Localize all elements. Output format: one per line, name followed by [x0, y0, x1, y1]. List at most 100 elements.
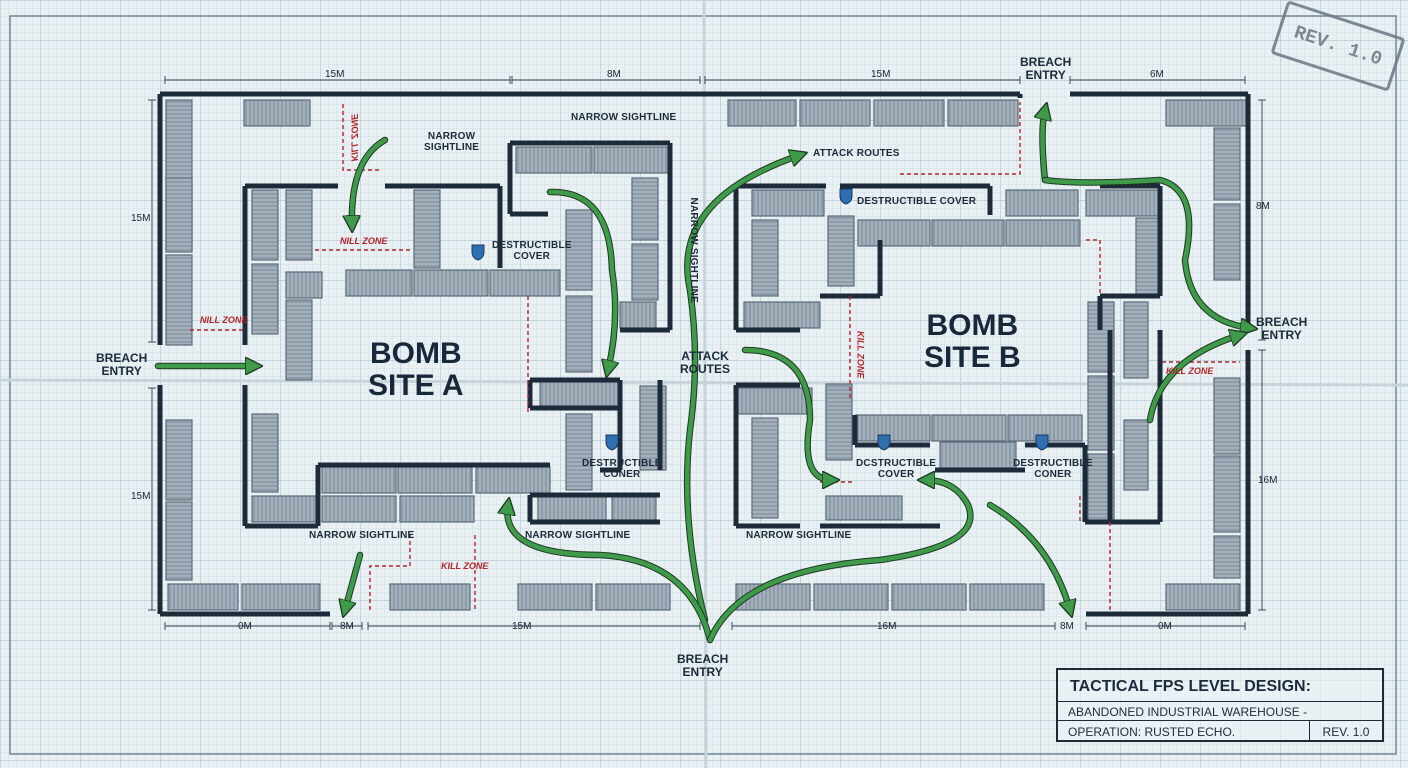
- cover-block: [285, 189, 313, 261]
- cover-block: [1135, 217, 1161, 295]
- cover-block: [251, 495, 319, 523]
- cover-block: [243, 99, 311, 127]
- kill-zone-line: [369, 535, 411, 610]
- cover-block: [389, 583, 471, 611]
- attack-route-arrow: [1042, 177, 1250, 328]
- cover-block: [165, 419, 193, 501]
- narrow-sightline-bottom-b: NARROW SIGHTLINE: [746, 530, 852, 541]
- title-block-title: TACTICAL FPS LEVEL DESIGN:: [1070, 678, 1311, 695]
- cover-blocks: [165, 99, 1247, 611]
- dimension-lines: [148, 76, 1266, 630]
- cover-block: [565, 209, 593, 291]
- cover-block: [825, 495, 903, 521]
- cover-block: [1213, 377, 1241, 455]
- cover-block: [251, 413, 279, 493]
- cover-block: [1213, 535, 1241, 579]
- paper-fold-v: [702, 0, 708, 768]
- cover-block: [321, 466, 397, 494]
- attack-route-arrow: [1043, 110, 1046, 183]
- kill-zone-line: [900, 102, 1021, 175]
- shield-icon: [877, 434, 891, 451]
- cover-block: [743, 301, 821, 329]
- cover-block: [751, 417, 779, 519]
- revision-stamp-text: REV. 1.0: [1291, 21, 1385, 71]
- attack-route-arrow: [547, 189, 615, 370]
- cover-shield-icons: [471, 188, 1049, 451]
- shield-icon: [1035, 434, 1049, 451]
- cover-block: [321, 495, 397, 523]
- kill-zone-a-bottom: KILL ZONE: [441, 561, 489, 571]
- cover-block: [165, 501, 193, 581]
- attack-route-arrow: [684, 155, 800, 623]
- dim-bottom-15m: 15M: [512, 621, 532, 632]
- dim-bottom-8m-left: 8M: [340, 621, 354, 632]
- cover-block: [413, 269, 489, 297]
- cover-block: [1123, 301, 1149, 379]
- cover-block: [285, 299, 313, 381]
- kill-zone-a-left: NILL ZONE: [200, 315, 248, 325]
- attack-routes-top: ATTACK ROUTES: [813, 148, 900, 159]
- cover-block: [751, 219, 779, 297]
- dim-top-15m-b: 15M: [871, 69, 891, 80]
- narrow-sightline-bottom-left: NARROW SIGHTLINE: [309, 530, 415, 541]
- cover-block: [517, 583, 593, 611]
- cover-block: [947, 99, 1019, 127]
- narrow-sightline-a-upper: NARROW SIGHTLINE: [424, 131, 480, 153]
- cover-block: [539, 381, 619, 407]
- attack-route-arrow: [507, 505, 713, 643]
- kill-zone-lines: [190, 102, 1240, 610]
- cover-block: [565, 413, 593, 491]
- cover-block: [1165, 99, 1247, 127]
- cover-block: [1213, 203, 1241, 281]
- cover-block: [167, 583, 239, 611]
- bomb-site-a-label: BOMB SITE A: [368, 337, 464, 402]
- cover-block: [969, 583, 1045, 611]
- narrow-sightline-bottom-a: NARROW SIGHTLINE: [525, 530, 631, 541]
- cover-block: [1213, 127, 1241, 201]
- cover-block: [931, 414, 1007, 442]
- cover-block: [939, 441, 1017, 469]
- cover-block: [891, 583, 967, 611]
- title-block-revision: REV. 1.0: [1310, 720, 1382, 740]
- cover-block: [857, 219, 931, 247]
- kill-zone-line: [1086, 239, 1101, 296]
- cover-block: [595, 583, 671, 611]
- kill-zone-line: [342, 104, 380, 171]
- attack-route-arrow: [1147, 335, 1240, 423]
- cover-block: [1005, 219, 1081, 247]
- cover-block: [413, 189, 441, 269]
- cover-block: [825, 383, 853, 461]
- shield-icon: [605, 434, 619, 451]
- dim-right-16m: 16M: [1258, 475, 1278, 486]
- cover-block: [515, 146, 593, 174]
- cover-block: [813, 583, 889, 611]
- attack-route-arrow: [707, 480, 973, 643]
- kill-zone-a-rotated: KILL ZONE: [349, 114, 360, 162]
- dim-top-8m: 8M: [607, 69, 621, 80]
- dcstructible-cover-b: DCSTRUCTIBLE COVER: [856, 458, 937, 480]
- cover-block: [165, 254, 193, 346]
- breach-entry-left: BREACH ENTRY: [96, 351, 148, 378]
- cover-block: [727, 99, 797, 127]
- cover-block: [931, 219, 1005, 247]
- cover-block: [619, 301, 657, 329]
- attack-route-arrows: [154, 110, 1250, 644]
- shield-icon: [839, 188, 853, 205]
- cover-block: [165, 177, 193, 253]
- title-block: TACTICAL FPS LEVEL DESIGN: ABANDONED IND…: [1056, 668, 1384, 742]
- attack-route-arrow: [352, 137, 388, 225]
- narrow-sightline-vertical: NARROW SIGHTLINE: [687, 197, 699, 303]
- destructible-cover-a: DESTRUCTIBLE COVER: [492, 240, 572, 262]
- breach-entry-right: BREACH ENTRY: [1256, 315, 1308, 342]
- shield-icon: [471, 244, 485, 261]
- dim-bottom-0m-right: 0M: [1158, 621, 1172, 632]
- cover-block: [873, 99, 945, 127]
- cover-block: [751, 189, 825, 217]
- dim-bottom-8m-right: 8M: [1060, 621, 1074, 632]
- dim-left-15m-lower: 15M: [131, 491, 151, 502]
- cover-block: [489, 269, 561, 297]
- cover-block: [631, 177, 659, 241]
- kill-zone-b-rotated: KILL ZONE: [855, 331, 866, 379]
